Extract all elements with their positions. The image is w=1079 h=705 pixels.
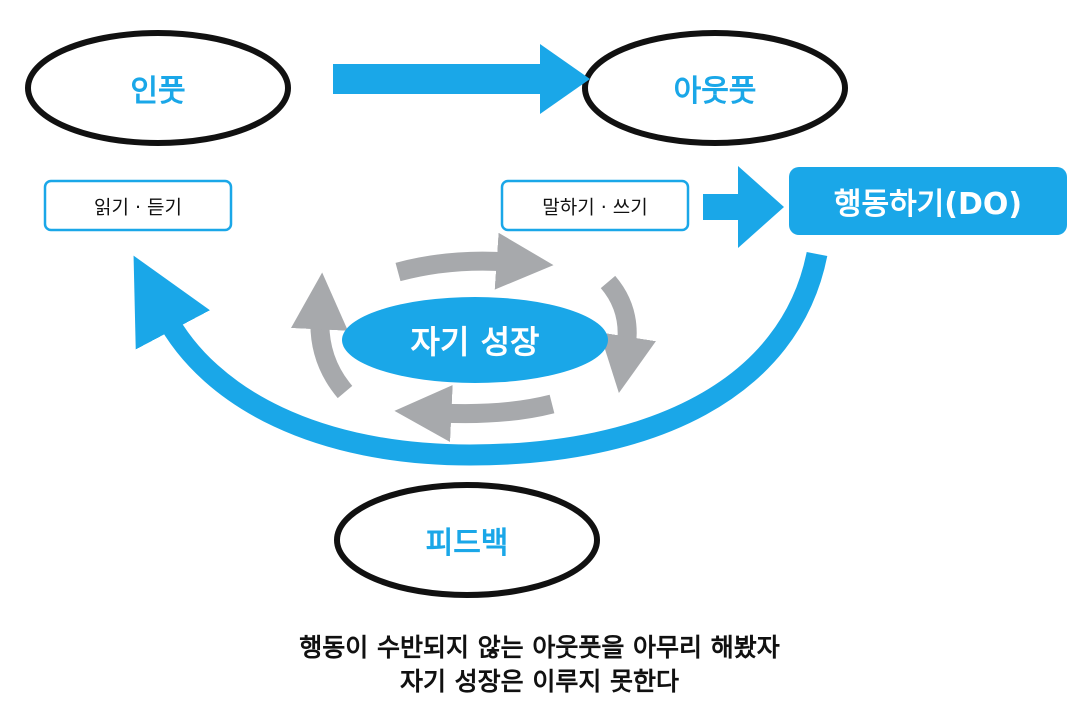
speaking-writing-box [500, 179, 690, 232]
input-label: 인풋 [130, 74, 186, 109]
feedback-ellipse [334, 482, 600, 598]
output-ellipse [582, 30, 848, 146]
speaking-writing-label: 말하기 · 쓰기 [542, 196, 648, 219]
caption-line-1: 행동이 수반되지 않는 아웃풋을 아무리 해봤자 [299, 633, 780, 662]
reading-listening-box [43, 179, 233, 232]
cycle-arrow-left [290, 272, 353, 399]
output-label: 아웃풋 [673, 74, 757, 109]
self-growth-ellipse [342, 297, 608, 383]
reading-listening-label: 읽기 · 듣기 [93, 196, 183, 219]
input-ellipse [25, 30, 291, 146]
speaking-to-do-arrow [703, 166, 784, 248]
feedback-label: 피드백 [425, 526, 509, 561]
do-box [789, 167, 1067, 235]
cycle-arrow-top [395, 232, 554, 290]
caption-line-2: 자기 성장은 이루지 못한다 [399, 667, 680, 696]
input-to-output-arrow [333, 44, 590, 114]
cycle-arrow-right [599, 275, 656, 394]
self-growth-label: 자기 성장 [410, 323, 540, 361]
feedback-arc-arrow [133, 251, 828, 466]
cycle-arrow-bottom [394, 385, 555, 442]
do-label: 행동하기(DO) [833, 187, 1023, 222]
